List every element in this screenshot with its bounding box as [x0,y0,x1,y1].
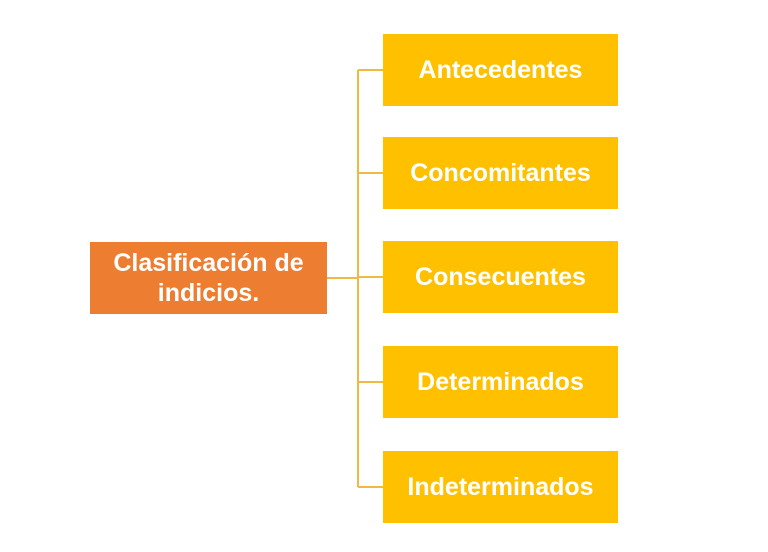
child-node-determinados: Determinados [383,346,618,418]
child-node-label: Concomitantes [410,158,591,187]
root-node-clasificacion: Clasificación de indicios. [90,242,327,314]
child-node-indeterminados: Indeterminados [383,451,618,523]
child-node-label: Antecedentes [418,55,583,84]
child-node-antecedentes: Antecedentes [383,34,618,106]
child-node-label: Indeterminados [407,472,594,501]
child-node-label: Determinados [417,367,584,396]
child-node-consecuentes: Consecuentes [383,241,618,313]
root-node-label: Clasificación de indicios. [113,249,304,307]
child-node-concomitantes: Concomitantes [383,137,618,209]
child-node-label: Consecuentes [415,262,586,291]
